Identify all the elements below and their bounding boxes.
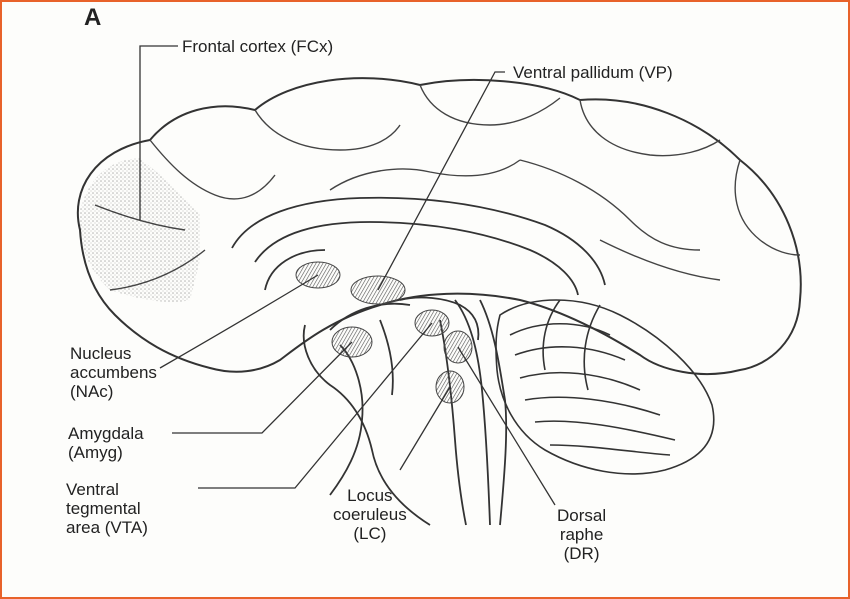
label-line: (Amyg) (68, 443, 144, 462)
leader-lines (140, 46, 555, 505)
amyg-leader (172, 342, 352, 433)
label-line: (NAc) (70, 382, 157, 401)
vta-leader (198, 323, 432, 488)
label-line: Ventral (66, 480, 148, 499)
cerebellum (496, 300, 714, 474)
lc-leader (400, 387, 450, 470)
label-locus-coeruleus: Locus coeruleus (LC) (333, 486, 407, 543)
label-line: Frontal cortex (FCx) (182, 37, 333, 56)
label-amygdala: Amygdala (Amyg) (68, 424, 144, 462)
label-dorsal-raphe: Dorsal raphe (DR) (557, 506, 606, 563)
label-line: (DR) (557, 544, 606, 563)
label-line: Locus (333, 486, 407, 505)
label-ventral-pallidum: Ventral pallidum (VP) (513, 63, 673, 82)
label-line: coeruleus (333, 505, 407, 524)
label-line: area (VTA) (66, 518, 148, 537)
vp-leader (378, 72, 505, 290)
label-line: Amygdala (68, 424, 144, 443)
gyri-lines (95, 85, 800, 290)
label-line: Ventral pallidum (VP) (513, 63, 673, 82)
label-line: Nucleus (70, 344, 157, 363)
label-line: Dorsal (557, 506, 606, 525)
label-nucleus-accumbens: Nucleus accumbens (NAc) (70, 344, 157, 401)
label-line: accumbens (70, 363, 157, 382)
label-frontal-cortex: Frontal cortex (FCx) (182, 37, 333, 56)
label-vta: Ventral tegmental area (VTA) (66, 480, 148, 537)
dr-leader (458, 347, 555, 505)
corpus-callosum (232, 198, 605, 295)
label-line: tegmental (66, 499, 148, 518)
panel-letter: A (84, 4, 101, 32)
label-line: raphe (557, 525, 606, 544)
label-line: (LC) (333, 524, 407, 543)
